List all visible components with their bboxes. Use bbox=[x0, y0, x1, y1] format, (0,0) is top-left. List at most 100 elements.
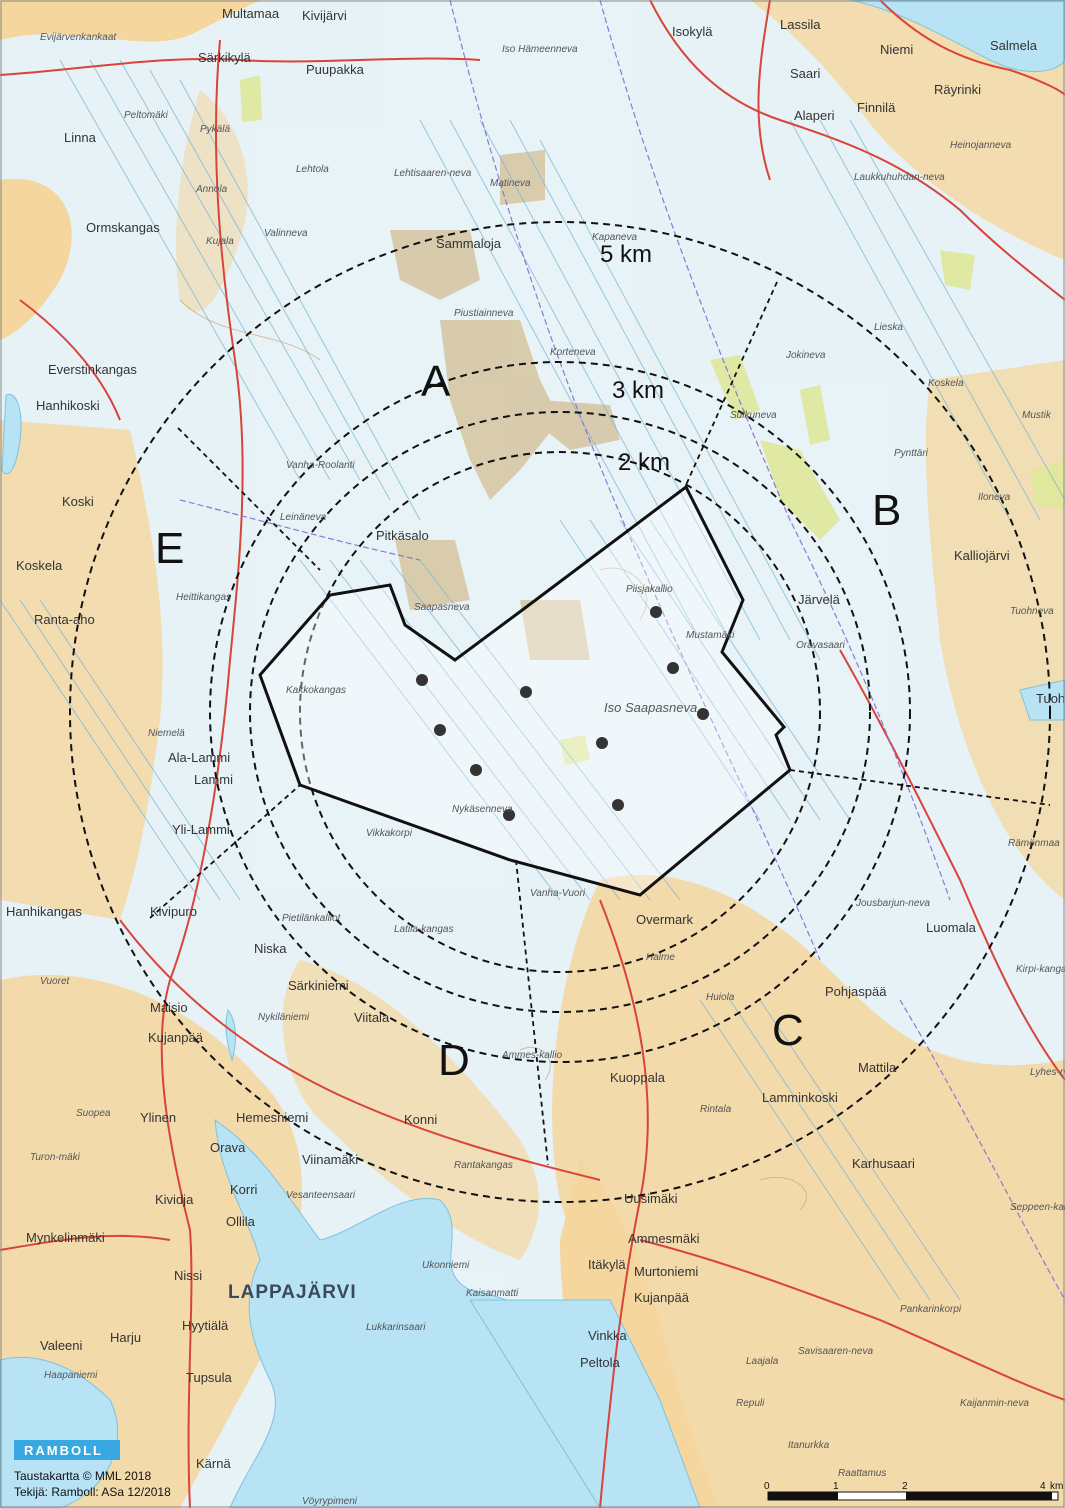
place-label: Kirpi-kangas bbox=[1016, 964, 1065, 975]
place-label: Mynkelinmäki bbox=[26, 1230, 105, 1245]
place-label: Vöyrypimeni bbox=[302, 1496, 358, 1507]
place-label: Lehtisaaren-neva bbox=[394, 168, 472, 179]
place-label: Mustamäki bbox=[686, 630, 735, 641]
place-label: Sulkuneva bbox=[730, 410, 777, 421]
place-label: Jokineva bbox=[785, 350, 826, 361]
place-label: Nykiläniemi bbox=[258, 1012, 310, 1023]
place-label: Korri bbox=[230, 1182, 258, 1197]
place-label: Niemi bbox=[880, 42, 913, 57]
place-label: Maisio bbox=[150, 1000, 188, 1015]
sector-lines bbox=[149, 281, 1051, 1166]
ring-label-2km: 2 km bbox=[618, 449, 670, 476]
place-label: Iso Saapasneva bbox=[604, 700, 697, 715]
place-label: Pitkäsalo bbox=[376, 528, 429, 543]
place-label: Niemelä bbox=[148, 728, 185, 739]
place-label: Vinkka bbox=[588, 1328, 628, 1343]
place-label: Koski bbox=[62, 494, 94, 509]
place-label: Murtoniemi bbox=[634, 1264, 698, 1279]
green-patches bbox=[240, 75, 1065, 765]
place-label: Korteneva bbox=[550, 347, 596, 358]
scale-tick: 2 bbox=[902, 1481, 908, 1492]
place-label: Lamminkoski bbox=[762, 1090, 838, 1105]
place-label: Lassila bbox=[780, 17, 821, 32]
place-label: Puupakka bbox=[306, 62, 365, 77]
place-label: Pohjaspää bbox=[825, 984, 887, 999]
place-label: Kujanpää bbox=[148, 1030, 204, 1045]
place-label: Alaperi bbox=[794, 108, 835, 123]
place-label: Tupsula bbox=[186, 1370, 233, 1385]
place-label: Pietilänkalliot bbox=[282, 913, 342, 924]
place-label: Kivipuro bbox=[150, 904, 197, 919]
place-label: Kalliojärvi bbox=[954, 548, 1010, 563]
ring-2km bbox=[299, 451, 821, 973]
place-label: Lehtola bbox=[296, 164, 329, 175]
place-label: Ormskangas bbox=[86, 220, 160, 235]
place-label: Niska bbox=[254, 941, 287, 956]
place-label: Pynttäri bbox=[894, 448, 929, 459]
place-label: Jousbarjun-neva bbox=[855, 898, 930, 909]
turbine-marker bbox=[434, 724, 446, 736]
turbine-marker bbox=[470, 764, 482, 776]
place-label: Mattila bbox=[858, 1060, 897, 1075]
place-label: Heittikangas bbox=[176, 592, 231, 603]
place-label: Heinojanneva bbox=[950, 140, 1012, 151]
place-label: Linna bbox=[64, 130, 97, 145]
place-label: Peltola bbox=[580, 1355, 621, 1370]
place-label: Koskela bbox=[928, 378, 964, 389]
place-label: Kärnä bbox=[196, 1456, 231, 1471]
place-label: Salmela bbox=[990, 38, 1038, 53]
place-label: Koskela bbox=[16, 558, 63, 573]
place-label: Viinamäki bbox=[302, 1152, 358, 1167]
place-labels: Multamaa Kivijärvi Isokylä Lassila Niemi… bbox=[6, 6, 1065, 1507]
place-label: Kujala bbox=[206, 236, 234, 247]
place-label: Kapaneva bbox=[592, 232, 637, 243]
place-label: Nissi bbox=[174, 1268, 202, 1283]
place-label: Vuoret bbox=[40, 976, 71, 987]
place-label: Huiola bbox=[706, 992, 735, 1003]
place-label: Rintala bbox=[700, 1104, 732, 1115]
place-label: Piustiainneva bbox=[454, 308, 514, 319]
place-label: Turon-mäki bbox=[30, 1152, 81, 1163]
place-label: Ukonniemi bbox=[422, 1260, 470, 1271]
place-label: Laukkuhuhdan-neva bbox=[854, 172, 945, 183]
place-label: Lyhes-neva bbox=[1030, 1067, 1065, 1078]
place-label: Savisaaren-neva bbox=[798, 1346, 873, 1357]
ring-label-5km: 5 km bbox=[600, 241, 652, 268]
place-label: Saari bbox=[790, 66, 820, 81]
place-label: Konni bbox=[404, 1112, 437, 1127]
place-label: Valeeni bbox=[40, 1338, 83, 1353]
place-label: Järvelä bbox=[798, 592, 841, 607]
zone-label-e: E bbox=[155, 524, 184, 573]
turbine-marker bbox=[612, 799, 624, 811]
distance-rings bbox=[69, 221, 1051, 1203]
place-label: Hanhikangas bbox=[6, 904, 82, 919]
scale-tick: 4 bbox=[1040, 1481, 1046, 1492]
place-label: Halme bbox=[646, 952, 675, 963]
place-label: Evijärvenkankaat bbox=[40, 32, 117, 43]
place-label: Piisjakallio bbox=[626, 584, 673, 595]
place-label: Lukkarinsaari bbox=[366, 1322, 426, 1333]
turbine-marker bbox=[503, 809, 515, 821]
place-label: Harju bbox=[110, 1330, 141, 1345]
zone-label-d: D bbox=[438, 1036, 470, 1085]
ring-3km bbox=[209, 361, 911, 1063]
ring-labels: 5 km 3 km 2 km bbox=[600, 241, 670, 476]
place-label: Viitala bbox=[354, 1010, 390, 1025]
place-label: Iloneva bbox=[978, 492, 1011, 503]
scale-tick: 0 bbox=[764, 1481, 770, 1492]
zone-label-a: A bbox=[421, 357, 451, 406]
place-label: Hemesniemi bbox=[236, 1110, 308, 1125]
place-label: Kuoppala bbox=[610, 1070, 666, 1085]
turbine-marker bbox=[650, 606, 662, 618]
place-label: Kaisanmatti bbox=[466, 1288, 519, 1299]
place-label: Overmark bbox=[636, 912, 694, 927]
admin-lines bbox=[179, 0, 1065, 1301]
scale-tick: 1 bbox=[833, 1481, 839, 1492]
place-label: Pykälä bbox=[200, 124, 230, 135]
zone-label-b: B bbox=[872, 486, 901, 535]
place-label: Isokylä bbox=[672, 24, 713, 39]
place-label: Sammaloja bbox=[436, 236, 502, 251]
ring-5km bbox=[69, 221, 1051, 1203]
